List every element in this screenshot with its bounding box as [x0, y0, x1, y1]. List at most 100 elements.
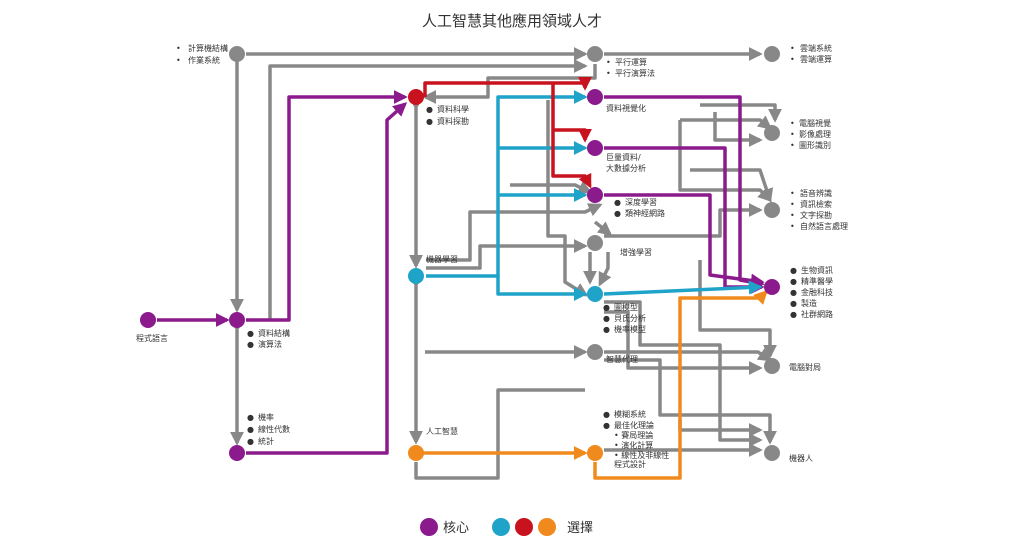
edge-nlp-2 — [690, 168, 774, 203]
node-fuzzy — [587, 445, 603, 461]
legend-core-swatch — [420, 517, 438, 536]
label-datasci-2: 資料探勘 — [437, 116, 469, 126]
edge-datasci-vis — [423, 76, 592, 97]
edge-rl-graph-a — [593, 220, 613, 236]
node-nlp — [764, 202, 780, 218]
edge-gray-dl — [510, 180, 593, 194]
svg-text:●: ● — [603, 303, 610, 312]
edge-ds-parallel — [268, 59, 588, 320]
svg-text:•: • — [790, 130, 795, 139]
node-robot — [764, 445, 780, 461]
legend-blue-swatch — [492, 517, 510, 536]
label-parallel-1: 平行運算 — [615, 57, 647, 67]
svg-text:●: ● — [603, 314, 610, 323]
edge-graph-game — [604, 310, 763, 375]
label-bigdata-2: 大數據分析 — [606, 163, 646, 173]
edge-red-dl — [551, 130, 592, 189]
edge-red-bigdata — [551, 83, 592, 143]
label-fuzzy-2: 最佳化理論 — [614, 420, 654, 430]
svg-text:•: • — [790, 189, 795, 198]
svg-text:●: ● — [790, 277, 797, 286]
svg-text:•: • — [606, 58, 611, 67]
edge-parallel-datasci — [422, 64, 597, 104]
edge-ai-loop — [414, 388, 585, 480]
node-data-structures — [229, 312, 245, 328]
label-robot: 機器人 — [789, 453, 813, 463]
edge-cv-links-2 — [700, 103, 782, 123]
label-cs-2: 作業系統 — [188, 55, 220, 65]
edge-rl-graph-c — [598, 252, 612, 287]
edge-ds-datasci — [246, 90, 408, 322]
node-ai — [408, 445, 424, 461]
node-graph-model — [587, 286, 603, 302]
label-nlp-1: 語音辨識 — [800, 188, 832, 198]
label-cv-1: 電腦視覺 — [799, 118, 831, 128]
node-programming — [140, 312, 156, 328]
svg-text:•: • — [176, 56, 181, 65]
svg-text:●: ● — [247, 413, 254, 422]
svg-text:●: ● — [790, 310, 797, 319]
label-dl-2: 類神經網路 — [625, 208, 665, 218]
label-cv-3: 圖形識別 — [799, 140, 831, 150]
node-reinforcement — [587, 235, 603, 251]
legend-elective: 選擇 — [492, 517, 593, 536]
svg-text:•: • — [790, 222, 795, 231]
label-apps-1: 生物資訊 — [801, 265, 833, 275]
label-fuzzy-4: • 演化計算 — [614, 440, 653, 450]
svg-text:●: ● — [790, 299, 797, 308]
edge-blue-vis — [496, 90, 588, 276]
svg-text:•: • — [790, 211, 795, 220]
label-math-1: 機率 — [258, 412, 274, 422]
label-graph-1: 圖模型 — [614, 302, 638, 312]
edge-game-link — [698, 260, 777, 359]
svg-text:●: ● — [247, 425, 254, 434]
label-ds-2: 演算法 — [258, 339, 282, 349]
edge-ml-graph-blue — [426, 274, 588, 301]
legend-core: 核心 — [420, 517, 469, 536]
legend-core-label: 核心 — [443, 521, 470, 536]
svg-text:●: ● — [426, 117, 433, 126]
label-game: 電腦對局 — [789, 362, 821, 372]
label-bigdata-1: 巨量資料/ — [606, 152, 641, 162]
legend-elective-label: 選擇 — [567, 521, 594, 536]
label-cloud-2: 雲端運算 — [800, 54, 832, 64]
label-parallel-2: 平行演算法 — [615, 68, 655, 78]
node-cv — [764, 125, 780, 141]
edge-ml-rl — [426, 203, 603, 262]
edge-dl-apps — [604, 193, 765, 288]
node-game — [764, 358, 780, 374]
svg-text:•: • — [790, 141, 795, 150]
label-cs-1: 計算機結構 — [188, 43, 228, 53]
label-graph-3: 機率模型 — [614, 324, 646, 334]
edge-cv-links-3 — [713, 112, 763, 147]
label-datasci-1: 資料科學 — [437, 104, 469, 114]
svg-text:•: • — [790, 119, 795, 128]
edge-math-datasci — [246, 102, 408, 455]
edge-graph-apps — [603, 280, 763, 296]
node-cloud — [764, 46, 780, 62]
svg-text:●: ● — [790, 288, 797, 297]
svg-text:•: • — [790, 200, 795, 209]
label-cloud-1: 雲端系統 — [800, 43, 832, 53]
svg-text:●: ● — [790, 266, 797, 275]
edge-ml-graph — [426, 239, 588, 270]
node-deep-learning — [587, 187, 603, 203]
label-fuzzy-6: 程式設計 — [614, 459, 646, 469]
label-cv-2: 影像處理 — [799, 129, 831, 139]
label-fuzzy-1: 模糊系統 — [614, 409, 646, 419]
legend-red-swatch — [515, 517, 533, 536]
svg-text:•: • — [176, 44, 181, 53]
svg-text:●: ● — [247, 329, 254, 338]
label-ai: 人工智慧 — [426, 426, 458, 436]
edge-vis-graph — [546, 100, 589, 297]
label-fuzzy-3: • 賽局理論 — [614, 430, 653, 440]
label-apps-2: 精準醫學 — [801, 276, 833, 286]
nodes — [140, 46, 780, 461]
edge-fuzzy-apps — [593, 290, 768, 480]
svg-text:●: ● — [426, 105, 433, 114]
node-computer-systems — [229, 46, 245, 62]
node-parallel — [587, 46, 603, 62]
node-data-science — [408, 89, 424, 105]
node-visualization — [587, 89, 603, 105]
